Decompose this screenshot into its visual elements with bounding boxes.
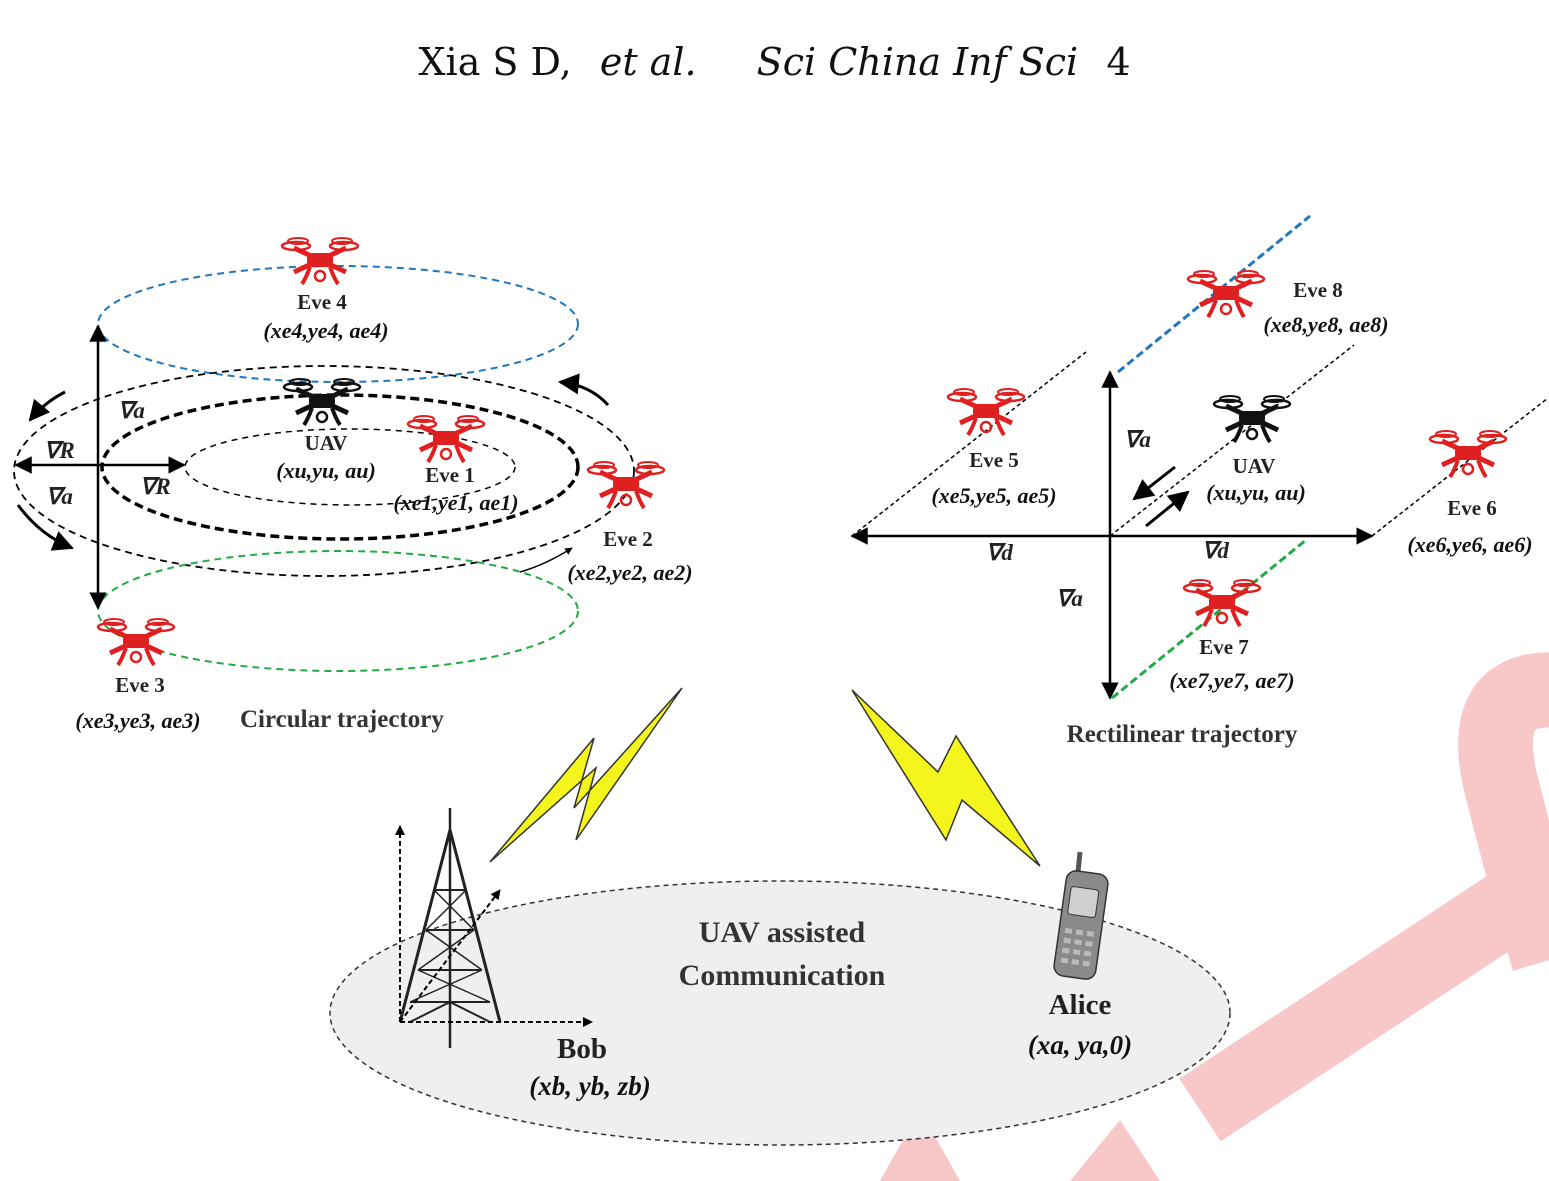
eve1-orbit [184,428,516,506]
eve3-coord: (xe3,ye3, ae3) [75,708,200,733]
watermark [880,652,1549,1181]
rotation-arrow-4 [519,547,573,573]
header-authors: Xia S D, [418,40,572,84]
center-caption-line2: Communication [679,959,886,992]
eve6-label: Eve 6 [1447,496,1497,520]
eve7-label: Eve 7 [1199,635,1249,659]
eve4-drone-icon [282,238,358,284]
uav-dir-arrow-2 [1145,490,1190,528]
page-header: Xia S D, et al. Sci China Inf Sci 4 [0,40,1549,84]
eve2-drone-icon [588,462,664,508]
uav-orbit [100,393,580,541]
grad-a-label-2: ∇a [46,484,73,509]
eve8-label: Eve 8 [1293,278,1343,302]
eve5-label: Eve 5 [969,448,1019,472]
eve1-drone-icon [408,416,484,462]
alice-phone-icon [1053,851,1109,980]
rotation-arrow-1 [28,390,66,422]
lightning-bolt-left-icon [489,687,683,863]
uav-drone-icon-right [1214,396,1290,442]
eve2-label: Eve 2 [603,527,653,551]
rotation-arrow-2 [16,504,74,551]
eve3-orbit [97,550,579,672]
circular-trajectory-panel: ∇a ∇R ∇a ∇R Eve 4 (xe4,ye4, ae4) UAV (xu… [13,238,693,733]
eve6-drone-icon [1430,431,1506,477]
uav-label-right: UAV [1233,454,1276,478]
eve4-label: Eve 4 [297,290,347,314]
rect-right-path [1371,397,1549,537]
rect-grad-a-label-1: ∇a [1124,427,1151,452]
eve7-drone-icon [1184,580,1260,626]
bob-y-axis [399,889,501,1023]
eve8-drone-icon [1188,271,1264,317]
eve8-coord: (xe8,ye8, ae8) [1263,312,1388,337]
uav-coord-right: (xu,yu, au) [1206,480,1306,505]
center-caption-line1: UAV assisted [699,916,866,949]
eve5-drone-icon [948,389,1024,435]
circular-trajectory-caption: Circular trajectory [240,706,444,733]
ground-communication-area: UAV assisted Communication Bob (xb, yb, … [329,808,1231,1146]
rect-grad-d-label-2: ∇d [1202,538,1229,563]
watermark-stroke-2 [1179,848,1549,1142]
watermark-stroke-3 [1070,1120,1160,1181]
uav-drone-icon-left [284,379,360,425]
rect-left-path [851,351,1087,537]
grad-r-label-2: ∇R [140,474,171,499]
header-journal: Sci China Inf Sci [756,40,1079,84]
uav-label-left: UAV [305,431,348,455]
lightning-bolt-right-icon [851,689,1041,867]
eve5-coord: (xe5,ye5, ae5) [931,483,1056,508]
rect-center-path [1109,344,1355,537]
rectilinear-trajectory-panel: ∇a ∇a ∇d ∇d Eve 5 (xe5,ye5, ae5) Eve 8 (… [850,214,1549,748]
eve1-coord: (xe1,ye1, ae1) [393,490,518,515]
grad-a-label-1: ∇a [118,398,145,423]
alice-label: Alice [1049,989,1112,1021]
grad-r-label-1: ∇R [44,438,75,463]
bob-label: Bob [557,1033,607,1065]
rect-grad-d-label-1: ∇d [986,540,1013,565]
eve4-coord: (xe4,ye4, ae4) [263,318,388,343]
rect-grad-a-label-2: ∇a [1056,586,1083,611]
outer-orbit [13,365,635,577]
header-page: 4 [1106,40,1131,84]
eve3-drone-icon [98,619,174,665]
watermark-stroke-4 [880,1110,960,1181]
eve3-label: Eve 3 [115,673,165,697]
bob-coord: (xb, yb, zb) [529,1071,650,1101]
rotation-arrow-3 [557,373,610,407]
eve1-label: Eve 1 [425,463,475,487]
header-etal: et al. [599,40,697,84]
eve2-coord: (xe2,ye2, ae2) [567,560,692,585]
uav-coord-left: (xu,yu, au) [276,458,376,483]
coverage-ellipse [329,880,1231,1146]
uav-dir-arrow-1 [1132,465,1176,501]
rectilinear-trajectory-caption: Rectilinear trajectory [1067,721,1298,748]
eve6-coord: (xe6,ye6, ae6) [1407,532,1532,557]
alice-coord: (xa, ya,0) [1028,1030,1132,1060]
eve7-coord: (xe7,ye7, ae7) [1169,668,1294,693]
